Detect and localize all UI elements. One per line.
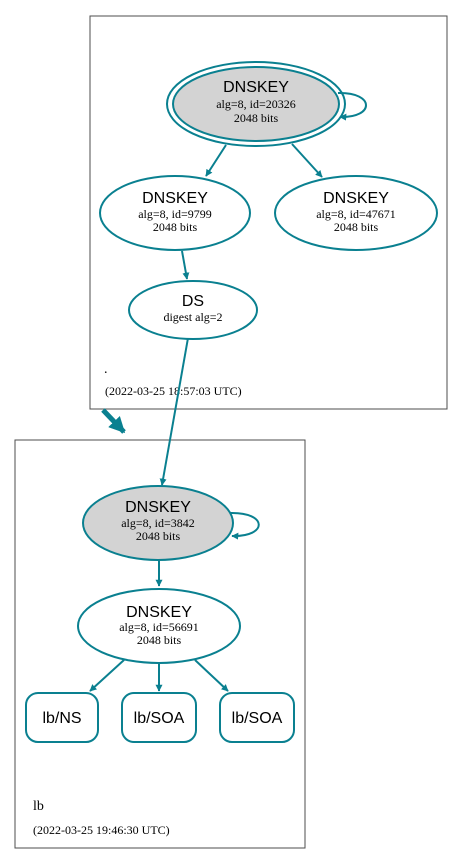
root-ksk-ellipse [172, 66, 340, 142]
lb-ksk-title: DNSKEY [125, 499, 191, 516]
lb-zsk-bits: 2048 bits [137, 633, 182, 647]
root-zsk1-alg: alg=8, id=9799 [138, 207, 212, 221]
node-root-zsk1[interactable]: DNSKEY alg=8, id=9799 2048 bits [99, 175, 251, 251]
node-root-zsk2[interactable]: DNSKEY alg=8, id=47671 2048 bits [274, 175, 438, 251]
root-ksk-alg: alg=8, id=20326 [216, 97, 296, 111]
edge-lb-zsk-to-soa2 [194, 659, 229, 692]
root-ksk-bits: 2048 bits [234, 111, 279, 125]
root-ksk-title: DNSKEY [223, 79, 289, 96]
root-zone: . (2022-03-25 18:57:03 UTC) [89, 15, 448, 410]
ds-digest: digest alg=2 [163, 310, 222, 324]
lb-zone-date: (2022-03-25 19:46:30 UTC) [33, 823, 170, 837]
rrset-lb-ns-label: lb/NS [42, 710, 81, 727]
root-zsk1-ellipse [99, 175, 251, 251]
root-zone-label: . [104, 362, 108, 377]
root-zsk2-title: DNSKEY [323, 190, 389, 207]
lb-zsk-ellipse [77, 588, 241, 664]
lb-ksk-ellipse [82, 485, 234, 561]
lb-zone-label: lb [33, 799, 44, 814]
edge-lb-zsk-to-ns [89, 659, 125, 692]
rrset-lb-ns[interactable]: lb/NS [25, 692, 99, 743]
edge-lb-ksk-self [229, 511, 260, 540]
node-ds[interactable]: DS digest alg=2 [128, 280, 258, 340]
lb-ksk-alg: alg=8, id=3842 [121, 516, 195, 530]
root-ksk-outer-ring [166, 61, 346, 147]
root-zone-date: (2022-03-25 18:57:03 UTC) [105, 384, 242, 398]
rrset-lb-soa-2[interactable]: lb/SOA [219, 692, 295, 743]
root-zsk1-title: DNSKEY [142, 190, 208, 207]
node-root-ksk[interactable]: DNSKEY alg=8, id=20326 2048 bits [166, 61, 346, 147]
edge-root-ksk-to-zsk1 [205, 144, 227, 177]
ds-ellipse [128, 280, 258, 340]
root-zsk2-ellipse [274, 175, 438, 251]
node-lb-ksk[interactable]: DNSKEY alg=8, id=3842 2048 bits [82, 485, 234, 561]
edge-zsk1-to-ds [181, 250, 190, 280]
edge-root-ksk-self [337, 91, 367, 121]
edge-zone-delegation [101, 408, 126, 434]
lb-ksk-bits: 2048 bits [136, 529, 181, 543]
root-zsk2-alg: alg=8, id=47671 [316, 207, 396, 221]
rrset-lb-ns-box [25, 692, 99, 743]
edges [89, 91, 367, 692]
node-lb-zsk[interactable]: DNSKEY alg=8, id=56691 2048 bits [77, 588, 241, 664]
rrset-lb-soa-1[interactable]: lb/SOA [121, 692, 197, 743]
root-zsk2-bits: 2048 bits [334, 220, 379, 234]
rrset-lb-soa-1-label: lb/SOA [134, 710, 185, 727]
edge-root-ksk-to-zsk2 [291, 143, 323, 178]
root-zsk1-bits: 2048 bits [153, 220, 198, 234]
rrset-lb-soa-2-label: lb/SOA [232, 710, 283, 727]
edge-ds-to-lb-ksk [159, 337, 189, 486]
root-zone-box [89, 15, 448, 410]
lb-zsk-alg: alg=8, id=56691 [119, 620, 199, 634]
rrset-lb-soa-1-box [121, 692, 197, 743]
lb-zone-box [14, 439, 306, 849]
lb-zsk-title: DNSKEY [126, 604, 192, 621]
lb-zone: lb (2022-03-25 19:46:30 UTC) [14, 439, 306, 849]
rrset-lb-soa-2-box [219, 692, 295, 743]
ds-title: DS [182, 293, 204, 310]
